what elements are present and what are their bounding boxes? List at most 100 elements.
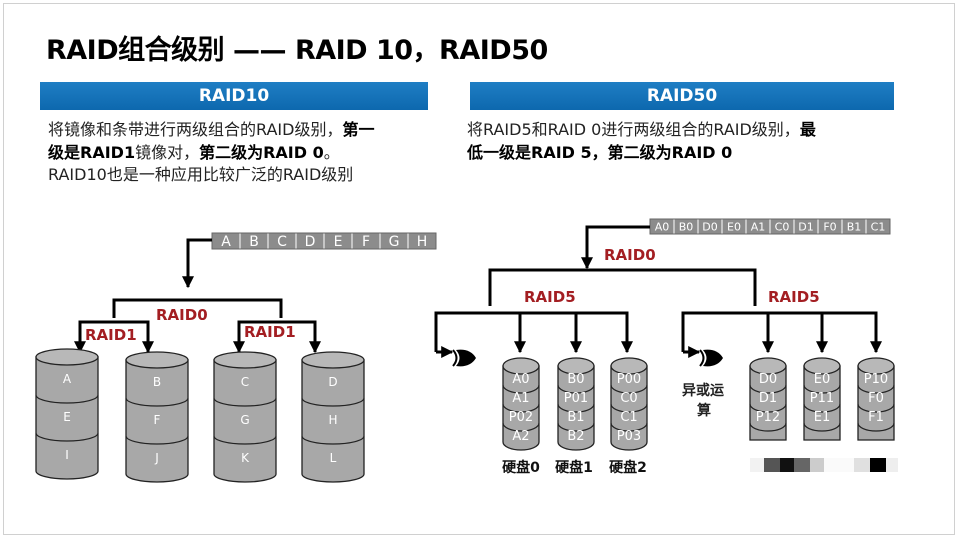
raid50-disk-labels: 硬盘0 硬盘1 硬盘2 [502, 459, 647, 476]
raid50-disk-label: 硬盘1 [555, 459, 593, 476]
raid10-raid1-label-right: RAID1 [244, 323, 296, 341]
page-title: RAID组合级别 —— RAID 10，RAID50 [46, 35, 548, 66]
raid50-disks: A0A1P02A2B0P01B1B2P00C0C1P03D0D1P12E0P11… [502, 357, 895, 451]
raid10-disk-body [125, 359, 189, 483]
slide-border [3, 3, 955, 535]
raid10-disk-segment-label: G [240, 413, 249, 427]
raid50-disk-separator [857, 384, 895, 394]
xor-label-line1: 异或运 [682, 382, 724, 399]
raid50-disk-segment-label: A0 [512, 372, 529, 387]
raid50-disk-top [803, 357, 841, 375]
raid10-disk-body [35, 356, 99, 480]
raid10-disk-segment-label: B [153, 375, 161, 389]
raid50-block-label: D1 [798, 220, 813, 233]
raid10-block-label: B [249, 234, 259, 250]
raid50-disk-separator [803, 422, 841, 432]
raid50-disk-separator [749, 384, 787, 394]
raid10-disk-separator [35, 432, 99, 442]
raid10-raid1-label-left: RAID1 [85, 326, 137, 344]
raid50-block-label: A0 [655, 220, 670, 233]
raid10-disk-separator [35, 394, 99, 404]
raid50-disk-segment-label: A2 [512, 429, 529, 444]
raid50-disk-segment-label: D0 [759, 372, 777, 387]
raid50-block-label: B1 [847, 220, 862, 233]
raid50-disk-separator [610, 384, 648, 394]
raid10-disk-top [213, 351, 277, 369]
raid50-banner: RAID50 [470, 82, 894, 110]
raid50-disk-segment-label: F1 [868, 410, 884, 425]
raid50-disk-body [610, 365, 648, 451]
raid10-data-blocks: A B C D E F G H [211, 232, 437, 250]
raid10-block-label: F [362, 234, 370, 250]
raid10-disk-segment-label: K [241, 451, 250, 465]
raid10-block-label: A [221, 234, 231, 250]
raid50-disk-segment-label: C0 [620, 391, 637, 406]
raid50-disk-segment-label: P00 [617, 372, 641, 387]
raid50-disk-separator [857, 403, 895, 413]
raid10-disk-segment-label: H [328, 413, 337, 427]
raid10-block-label: D [305, 234, 316, 250]
raid50-raid5-label-right: RAID5 [768, 288, 820, 306]
raid50-disk-segment-label: B1 [567, 410, 584, 425]
raid50-disk-top [610, 357, 648, 375]
redacted-strip [750, 458, 898, 472]
raid10-connectors [74, 238, 321, 354]
raid10-block-label: E [334, 234, 343, 250]
raid50-disk-segment-label: P11 [810, 391, 834, 406]
raid50-block-label: D0 [702, 220, 717, 233]
raid10-disk-separator [125, 397, 189, 407]
raid50-disk-separator [610, 403, 648, 413]
raid50-disk-top [557, 357, 595, 375]
raid50-block-label: C1 [871, 220, 886, 233]
raid50-disk-separator [557, 403, 595, 413]
raid50-disk-segment-label: B2 [567, 429, 584, 444]
raid50-block-label: B0 [679, 220, 694, 233]
raid50-disk-separator [557, 422, 595, 432]
raid10-block-label: G [389, 234, 400, 250]
raid50-description: 将RAID5和RAID 0进行两级组合的RAID级别，最 低一级是RAID 5，… [467, 120, 816, 162]
raid10-block-label: C [277, 234, 287, 250]
raid50-disk-segment-label: D1 [759, 391, 777, 406]
raid50-disk-label: 硬盘2 [609, 459, 647, 476]
raid10-disk-segment-label: F [154, 413, 161, 427]
raid50-disk-label: 硬盘0 [502, 459, 540, 476]
raid10-disk-segment-label: D [328, 375, 337, 389]
raid10-disk-body [301, 359, 365, 483]
raid10-disk-top [125, 351, 189, 369]
raid10-disk-top [301, 351, 365, 369]
xor-gate-icon [452, 349, 476, 367]
raid50-disk-segment-label: C1 [620, 410, 637, 425]
raid10-block-label: H [417, 234, 428, 250]
raid50-connectors [434, 225, 882, 358]
raid50-disk-separator [803, 403, 841, 413]
raid50-disk-segment-label: E0 [814, 372, 831, 387]
raid50-disk-segment-label: P01 [564, 391, 588, 406]
raid10-disk-segment-label: E [63, 410, 71, 424]
xor-gate-icon [699, 349, 723, 367]
raid10-raid0-label: RAID0 [156, 306, 208, 324]
raid50-disk-segment-label: P02 [509, 410, 533, 425]
raid50-raid0-label: RAID0 [604, 246, 656, 264]
raid50-disk-segment-label: B0 [567, 372, 584, 387]
raid50-disk-separator [502, 384, 540, 394]
raid50-disk-body [557, 365, 595, 451]
raid10-disk-separator [301, 435, 365, 445]
raid50-disk-separator [502, 422, 540, 432]
raid10-disk-separator [213, 397, 277, 407]
raid50-disk-separator [857, 422, 895, 432]
raid50-block-label: F0 [823, 220, 836, 233]
raid50-block-label: E0 [727, 220, 741, 233]
raid10-disk-segment-label: J [154, 451, 159, 465]
raid50-raid5-label-left: RAID5 [524, 288, 576, 306]
raid50-disk-separator [749, 403, 787, 413]
raid50-disk-separator [803, 384, 841, 394]
raid10-disk-segment-label: I [65, 448, 69, 462]
raid10-disk-separator [301, 397, 365, 407]
raid50-disk-segment-label: F0 [868, 391, 884, 406]
raid50-disk-body [502, 365, 540, 451]
xor-label-line2: 算 [697, 402, 711, 419]
raid10-disk-separator [213, 435, 277, 445]
